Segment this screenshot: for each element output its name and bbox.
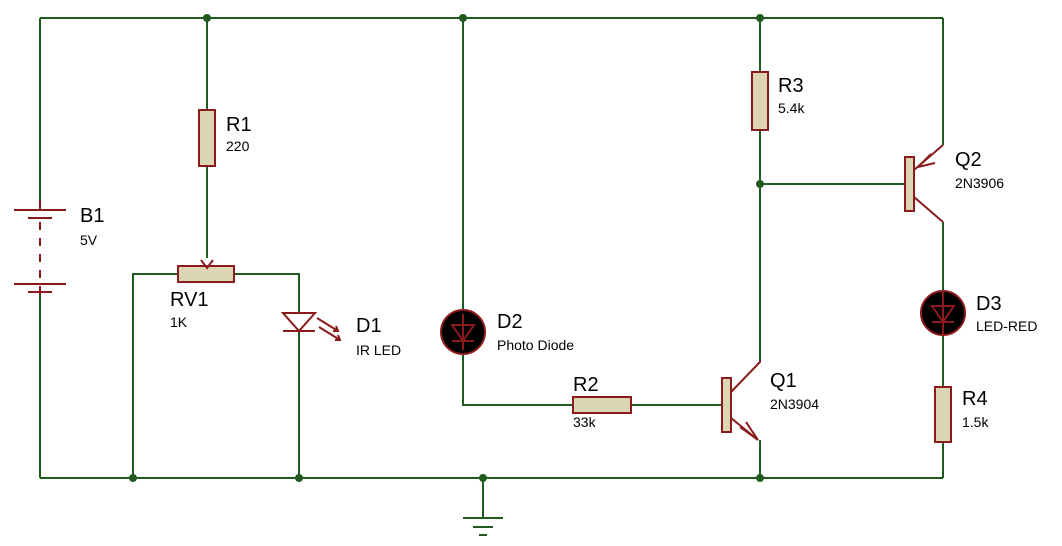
junction-nodes	[129, 14, 764, 482]
junction-node	[756, 474, 764, 482]
q2-value-label: 2N3906	[955, 175, 1004, 191]
b1-value-label: 5V	[80, 232, 98, 248]
junction-node	[479, 474, 487, 482]
transistor-q1	[721, 360, 761, 441]
r3-value-label: 5.4k	[778, 100, 805, 116]
resistor-r3	[751, 71, 769, 131]
photodiode-d2	[440, 309, 486, 355]
rv1-left-wire	[132, 273, 178, 478]
ground-symbol	[463, 517, 503, 536]
transistor-q2	[904, 144, 944, 223]
d3-value-label: LED-RED	[976, 318, 1037, 334]
r4-value-label: 1.5k	[962, 414, 989, 430]
battery-b1	[14, 200, 66, 295]
junction-node	[459, 14, 467, 22]
d1-ref-label: D1	[356, 315, 382, 337]
junction-node	[295, 474, 303, 482]
q1-value-label: 2N3904	[770, 396, 819, 412]
potentiometer-rv1	[177, 259, 235, 283]
junction-node	[129, 474, 137, 482]
d2-ref-label: D2	[497, 311, 523, 333]
q2-ref-label: Q2	[955, 149, 982, 171]
r2-value-label: 33k	[573, 414, 597, 430]
resistor-r1	[198, 109, 216, 167]
r3-ref-label: R3	[778, 75, 804, 97]
d2-value-label: Photo Diode	[497, 337, 574, 353]
r2-ref-label: R2	[573, 374, 599, 396]
junction-node	[203, 14, 211, 22]
r1-value-label: 220	[226, 138, 250, 154]
b1-ref-label: B1	[80, 205, 104, 227]
junction-node	[756, 180, 764, 188]
rv1-right-wire	[234, 273, 300, 313]
resistor-r2	[572, 396, 632, 414]
d2-bottom-wire	[462, 354, 573, 406]
junction-node	[756, 14, 764, 22]
d3-ref-label: D3	[976, 293, 1002, 315]
r4-ref-label: R4	[962, 388, 988, 410]
rv1-ref-label: RV1	[170, 289, 209, 311]
q1-ref-label: Q1	[770, 370, 797, 392]
d1-value-label: IR LED	[356, 342, 401, 358]
wires	[39, 17, 944, 518]
rv1-value-label: 1K	[170, 314, 188, 330]
r1-ref-label: R1	[226, 114, 252, 136]
resistor-r4	[934, 386, 952, 443]
ir-led-d1	[280, 312, 342, 341]
led-d3	[920, 290, 966, 336]
